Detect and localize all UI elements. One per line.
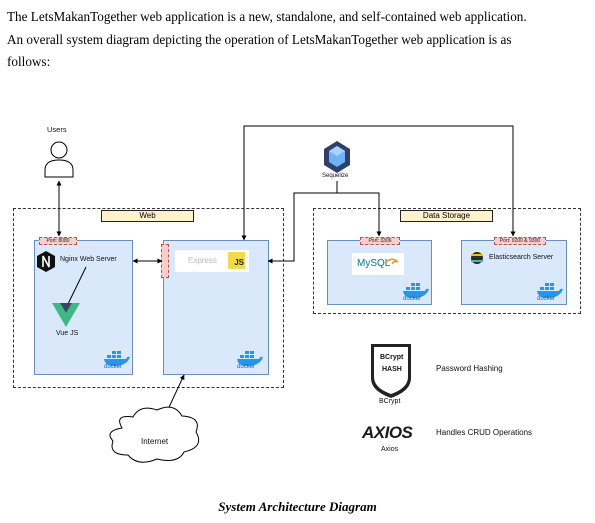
nginx-icon: [37, 251, 55, 272]
js-badge: JS: [228, 252, 245, 269]
axios-label: Axios: [381, 446, 399, 453]
docker-label: docker: [104, 364, 123, 370]
express-to-elasticsearch-connector: [241, 125, 516, 241]
elasticsearch-port: Port: 9200 & 9300: [494, 237, 546, 245]
vue-label: Vue JS: [56, 330, 79, 337]
web-group-title: Web: [101, 210, 194, 222]
express-label: Express: [188, 256, 217, 265]
nginx-to-vue-connector: [67, 266, 87, 305]
intro-line-1: The LetsMakanTogether web application is…: [7, 9, 527, 24]
docker-icon: [403, 283, 429, 298]
docker-icon: [104, 351, 130, 366]
bcrypt-badge-line-2: HASH: [382, 366, 402, 373]
intro-line-3: follows:: [7, 54, 51, 69]
internet-cloud-icon: [109, 406, 200, 463]
bcrypt-description: Password Hashing: [436, 364, 503, 373]
elasticsearch-icon: [471, 252, 483, 264]
docker-icon: [237, 351, 263, 366]
docker-label: docker: [537, 296, 556, 302]
web-group: [13, 208, 284, 388]
nginx-label: Nginx Web Server: [60, 256, 117, 263]
sequelize-label: Sequelize: [322, 173, 349, 179]
bcrypt-label: BCrypt: [379, 398, 401, 405]
docker-label: docker: [237, 364, 256, 370]
data-storage-group-title: Data Storage: [400, 210, 493, 222]
mysql-dolphin-icon: [384, 258, 399, 265]
axios-description: Handles CRUD Operations: [436, 428, 533, 437]
internet-label: Internet: [141, 437, 169, 446]
elasticsearch-label: Elasticsearch Server: [489, 254, 554, 261]
axios-logo: AXIOS: [362, 423, 413, 442]
mysql-label: MySQL: [357, 258, 391, 269]
intro-paragraph: The LetsMakanTogether web application is…: [7, 6, 587, 74]
figure-caption: System Architecture Diagram: [218, 499, 377, 514]
intro-line-2: An overall system diagram depicting the …: [7, 31, 512, 47]
nginx-port: Port: 8080: [39, 237, 77, 245]
bcrypt-icon: [371, 344, 411, 398]
user-icon: [44, 141, 74, 178]
sequelize-icon: [324, 141, 350, 173]
docker-icon: [537, 283, 563, 298]
vue-icon: [52, 303, 80, 327]
express-logo: Express JS: [175, 250, 249, 272]
docker-label: docker: [403, 296, 422, 302]
bcrypt-badge-line-1: BCrypt: [380, 354, 404, 361]
express-to-sequelize-connector: [267, 192, 382, 264]
users-label: Users: [47, 125, 67, 134]
